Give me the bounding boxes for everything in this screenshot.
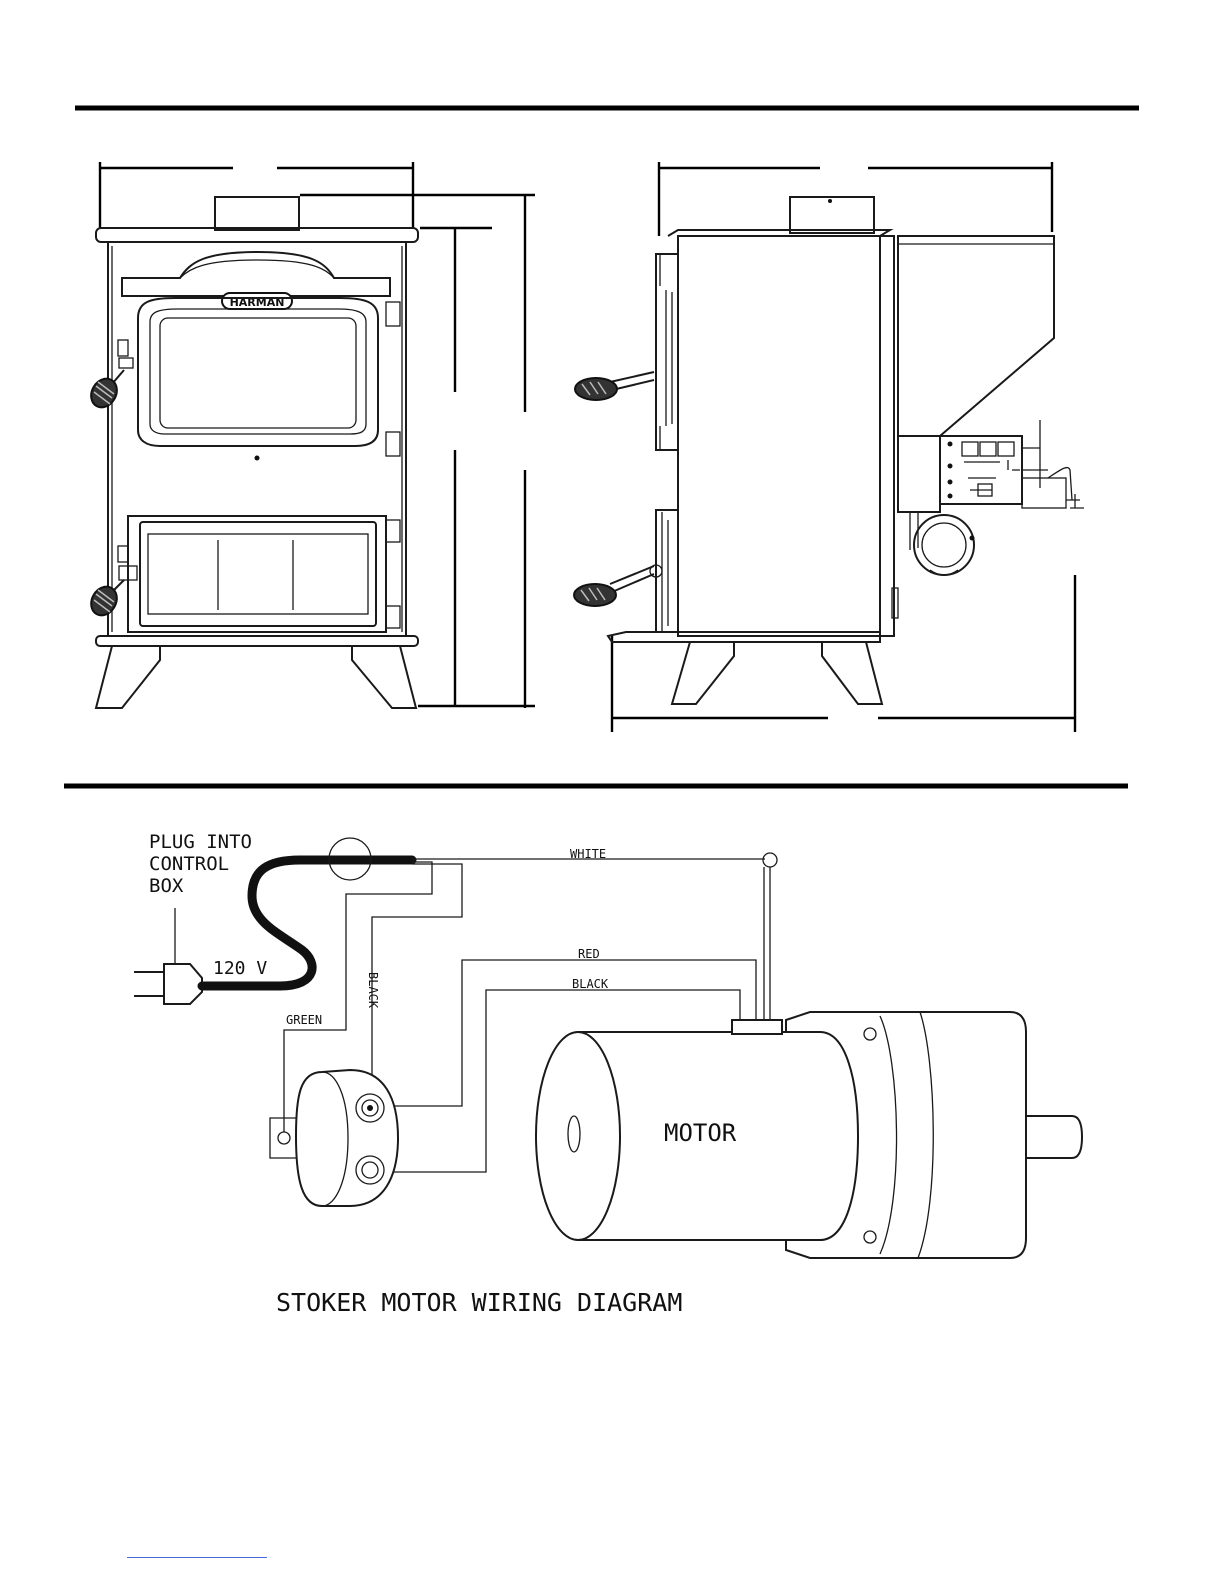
voltage-label: 120 V (213, 958, 267, 979)
front-upper-door-window (138, 298, 378, 446)
side-right-leg (822, 642, 882, 704)
black-wire-label: BLACK (572, 977, 609, 991)
plug-label-line-2: CONTROL (149, 853, 229, 875)
front-left-leg (96, 646, 160, 708)
side-dimension-lines (612, 162, 1075, 732)
black-wire-to-switch (372, 864, 462, 1100)
black-wire-vertical-label: BLACK (366, 972, 380, 1009)
stoker-motor: MOTOR (536, 1012, 1082, 1258)
white-wire-terminal (763, 853, 777, 867)
plug-label-line-1: PLUG INTO (149, 831, 252, 853)
side-left-leg (672, 642, 734, 704)
power-plug-icon (134, 964, 202, 1004)
plug-label-line-3: BOX (149, 875, 184, 897)
front-view-drawing: HARMAN (86, 162, 535, 708)
front-right-leg (352, 646, 416, 708)
side-view-drawing (574, 162, 1084, 732)
side-stoker-motor (910, 512, 975, 575)
white-wire-label: WHITE (570, 847, 606, 861)
side-lower-handle (574, 565, 662, 606)
side-flue-collar (790, 197, 874, 233)
footer-link-underline (127, 1557, 267, 1558)
motor-switch (270, 1070, 398, 1206)
green-wire-label: GREEN (286, 1013, 322, 1027)
front-door-arch (122, 252, 390, 296)
front-lower-handle (86, 580, 124, 620)
side-hopper (898, 236, 1054, 436)
front-upper-handle (86, 370, 124, 412)
motor-label: MOTOR (664, 1119, 737, 1147)
front-flue-collar (215, 197, 299, 230)
diagram-caption: STOKER MOTOR WIRING DIAGRAM (276, 1288, 682, 1317)
side-body (678, 236, 880, 636)
side-control-box (898, 420, 1084, 512)
stoker-motor-wiring-diagram: PLUG INTO CONTROL BOX 120 V WHITE GREEN … (134, 831, 1082, 1317)
side-upper-handle (575, 372, 654, 400)
red-wire-label: RED (578, 947, 600, 961)
